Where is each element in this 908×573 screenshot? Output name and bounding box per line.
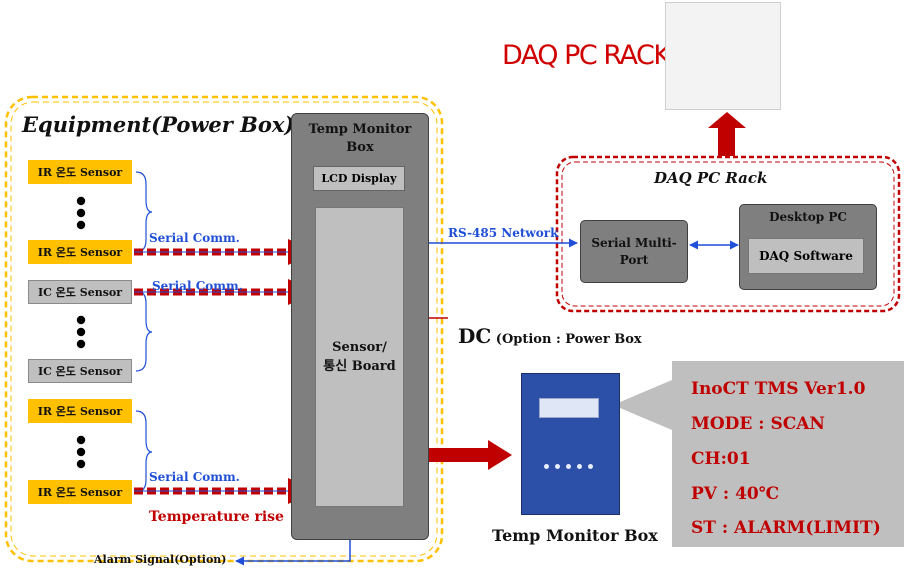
info-status: ST : ALARM(LIMIT) bbox=[691, 518, 881, 538]
serial-comm-label-3: Serial Comm. bbox=[149, 470, 240, 484]
rs485-label: RS-485 Network bbox=[448, 226, 559, 240]
ellipsis-dots bbox=[76, 196, 86, 469]
temp-monitor-device bbox=[521, 373, 620, 515]
daq-rack-boundary bbox=[555, 155, 901, 313]
sensor-board bbox=[315, 207, 404, 507]
rack-up-arrow bbox=[708, 112, 746, 156]
daq-pc-rack-title: DAQ PC RACK bbox=[502, 40, 671, 71]
alarm-signal-label: Alarm Signal(Option) bbox=[94, 553, 227, 566]
dc-sub: (Option : Power Box bbox=[491, 332, 642, 347]
group-brace-ir-bottom bbox=[135, 410, 153, 493]
device-led bbox=[555, 464, 560, 469]
ic-sensor-2: IC 온도 Sensor bbox=[28, 359, 132, 383]
serial-multiport-box: Serial Multi- Port bbox=[580, 220, 688, 283]
equipment-boundary bbox=[4, 95, 444, 563]
device-led bbox=[544, 464, 549, 469]
serial-comm-label-2: Serial Comm. bbox=[152, 279, 243, 293]
dc-main: DC bbox=[458, 324, 492, 348]
alarm-signal-line bbox=[235, 540, 351, 566]
info-channel: CH:01 bbox=[691, 449, 751, 469]
device-led bbox=[566, 464, 571, 469]
device-led bbox=[577, 464, 582, 469]
dc-label: DC (Option : Power Box bbox=[458, 324, 642, 348]
info-version: InoCT TMS Ver1.0 bbox=[691, 379, 866, 399]
daq-box-title: DAQ PC Rack bbox=[654, 169, 768, 187]
temp-monitor-title: Temp Monitor Box bbox=[308, 122, 412, 155]
ir-sensor-2: IR 온도 Sensor bbox=[28, 240, 132, 264]
daq-software-box: DAQ Software bbox=[748, 238, 864, 274]
group-brace-ic bbox=[135, 290, 153, 372]
device-led bbox=[588, 464, 593, 469]
ir-sensor-4: IR 온도 Sensor bbox=[28, 480, 132, 504]
ir-sensor-3: IR 온도 Sensor bbox=[28, 399, 132, 423]
sensor-board-label: Sensor/ 통신 Board bbox=[323, 340, 396, 374]
info-mode: MODE : SCAN bbox=[691, 414, 825, 434]
device-lcd-screen bbox=[539, 398, 599, 418]
desktop-pc-title: Desktop PC bbox=[769, 210, 847, 224]
info-callout-pointer bbox=[613, 380, 672, 430]
equipment-title: Equipment(Power Box) bbox=[22, 112, 295, 137]
lcd-display: LCD Display bbox=[313, 166, 405, 191]
status-info-panel bbox=[672, 361, 904, 547]
ir-sensor-1: IR 온도 Sensor bbox=[28, 160, 132, 184]
rack-photo-frame bbox=[665, 2, 781, 110]
ic-sensor-1: IC 온도 Sensor bbox=[28, 280, 132, 304]
temperature-rise-label: Temperature rise bbox=[149, 509, 284, 525]
serial-comm-label-1: Serial Comm. bbox=[149, 231, 240, 245]
group-brace-ir-top bbox=[135, 171, 153, 253]
device-label: Temp Monitor Box bbox=[492, 526, 658, 545]
info-pv: PV : 40℃ bbox=[691, 484, 780, 504]
